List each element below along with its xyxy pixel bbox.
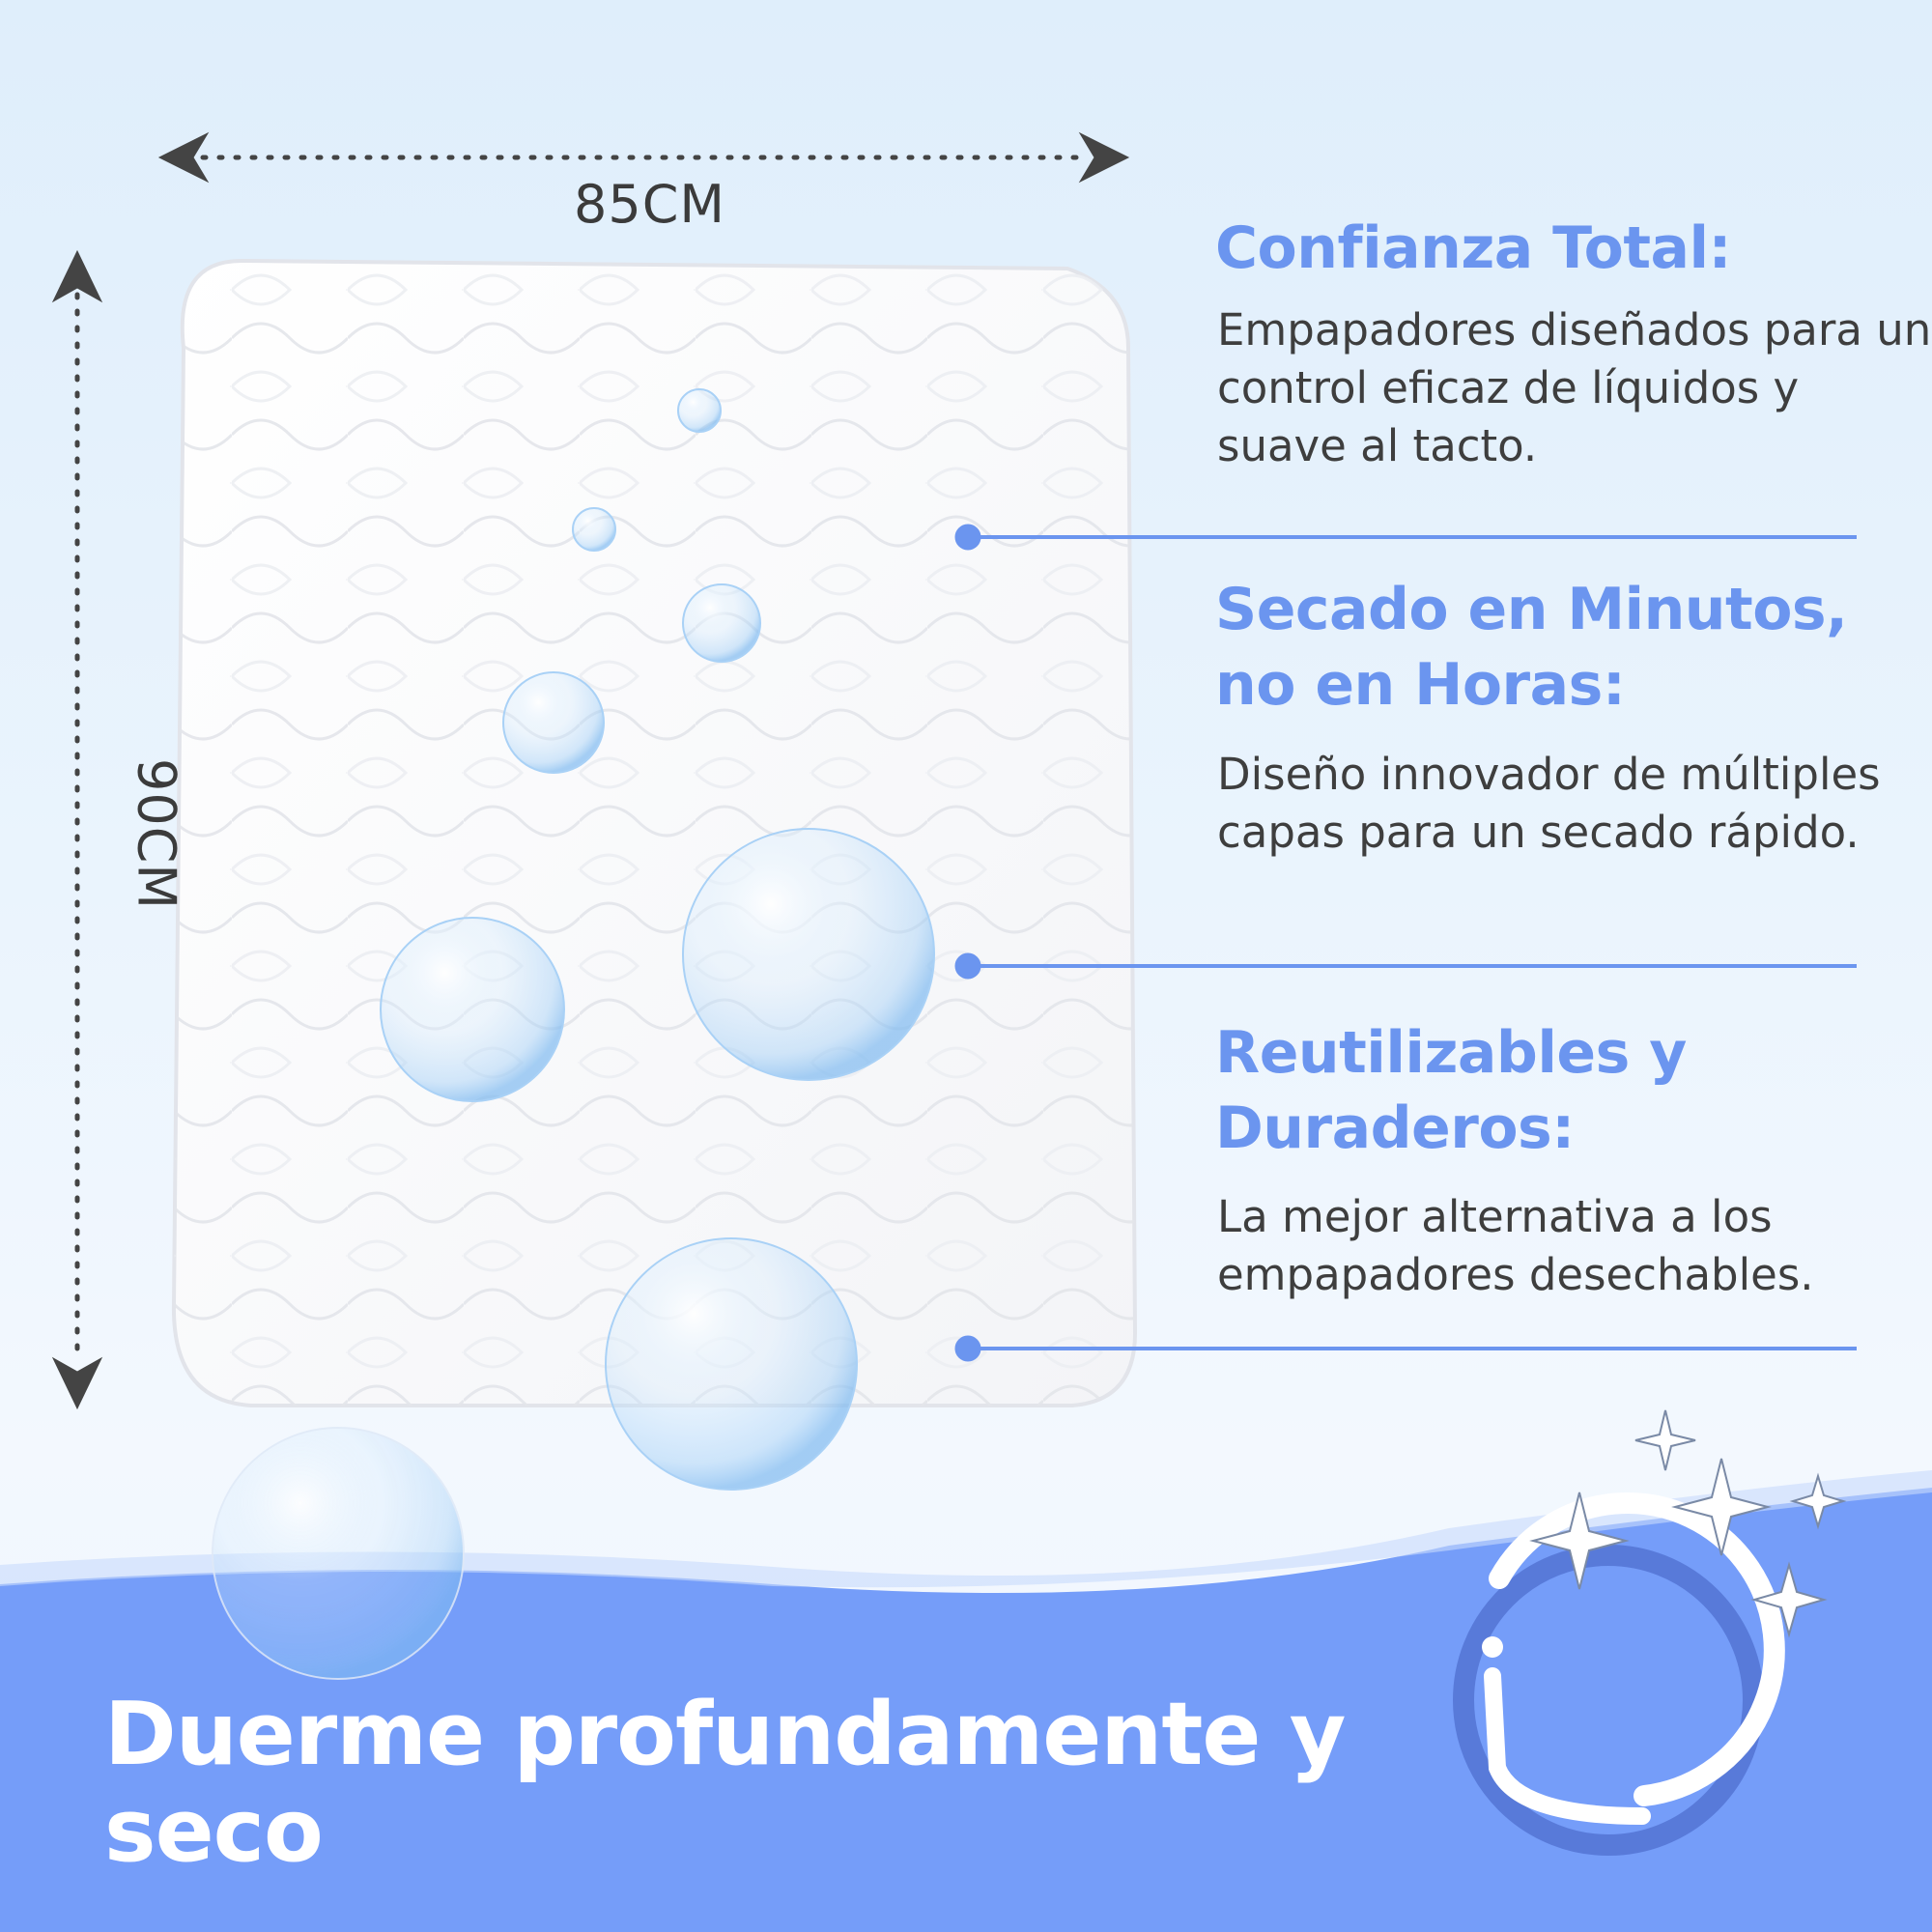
height-dimension (51, 249, 103, 1410)
bubbles (212, 388, 935, 1680)
up-arrow-icon (51, 249, 103, 303)
feature-title-reutilizables: Reutilizables y Duraderos: (1215, 1019, 1687, 1162)
bubble-icon (682, 583, 761, 663)
bottom-wave-highlight (0, 1470, 1932, 1588)
bubble-icon (380, 917, 565, 1102)
width-dimension (157, 131, 1130, 184)
headline: Duerme profundamente y seco (104, 1684, 1346, 1882)
width-label: 85CM (574, 174, 726, 235)
clean-sparkle-logo-icon (1453, 1409, 1847, 1856)
left-arrow-icon (157, 131, 210, 184)
bubble-icon (212, 1427, 465, 1680)
connector-lines (954, 524, 1857, 1362)
feature-title-secado: Secado en Minutos, no en Horas: (1215, 576, 1848, 719)
feature-title-confianza: Confianza Total: (1215, 214, 1732, 282)
feature-description-confianza: Empapadores diseñados para un control ef… (1217, 304, 1932, 471)
height-label: 90CM (126, 757, 187, 910)
bubble-icon (502, 671, 605, 774)
bed-pad-image (171, 258, 1138, 1407)
bubble-icon (677, 388, 722, 433)
right-arrow-icon (1078, 131, 1130, 184)
bottom-wave (0, 1488, 1932, 1932)
bubble-icon (572, 507, 616, 552)
feature-description-reutilizables: La mejor alternativa a los empapadores d… (1217, 1191, 1814, 1300)
bubble-icon (682, 828, 935, 1081)
down-arrow-icon (51, 1356, 103, 1410)
feature-description-secado: Diseño innovador de múltiples capas para… (1217, 749, 1881, 858)
bubble-icon (605, 1237, 858, 1491)
